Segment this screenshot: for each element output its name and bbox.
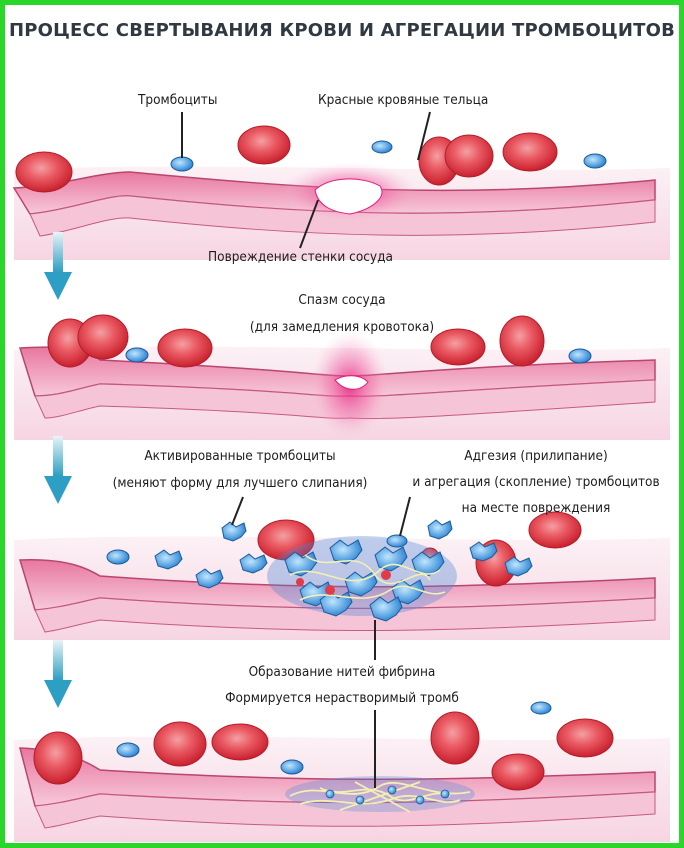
stage-1-vessel [12, 162, 670, 260]
label-adhesion-line3: на месте повреждения [461, 500, 611, 516]
label-activated-title: Активированные тромбоциты [144, 448, 336, 464]
label-spasm-title: Спазм сосуда [298, 292, 386, 308]
stage-3-pointer-lines [231, 496, 411, 660]
label-activated-note: (меняют форму для лучшего слипания) [112, 475, 368, 491]
stage-3-free-platelets [106, 519, 533, 589]
stage-4-thrombus [285, 776, 475, 813]
label-spasm-note: (для замедления кровотока) [249, 319, 435, 335]
stage-2-platelets [125, 347, 592, 364]
stage-1-platelets [170, 140, 607, 172]
stage-4-red-cells [33, 711, 614, 791]
stage-2-vessel [14, 330, 670, 440]
stage-1-red-cells [15, 125, 558, 193]
page-title: ПРОЦЕСС СВЕРТЫВАНИЯ КРОВИ И АГРЕГАЦИИ ТР… [8, 20, 676, 41]
label-red-cells: Красные кровяные тельца [318, 92, 489, 108]
label-adhesion-line2: и агрегация (скопление) тромбоцитов [412, 474, 660, 490]
stage-4-platelets [116, 701, 552, 775]
stage-1-pointer-lines [181, 111, 431, 249]
down-arrow-1 [44, 232, 72, 300]
label-adhesion-line1: Адгезия (прилипание) [464, 448, 608, 464]
down-arrow-2 [44, 436, 72, 504]
stage-3-clot [267, 536, 457, 622]
stage-2-red-cells [47, 314, 545, 368]
label-platelets: Тромбоциты [138, 92, 218, 108]
label-wall-damage: Повреждение стенки сосуда [208, 249, 393, 265]
label-fibrin-title: Образование нитей фибрина [248, 664, 436, 680]
down-arrow-3 [44, 640, 72, 708]
label-fibrin-note: Формируется нерастворимый тромб [225, 690, 459, 706]
